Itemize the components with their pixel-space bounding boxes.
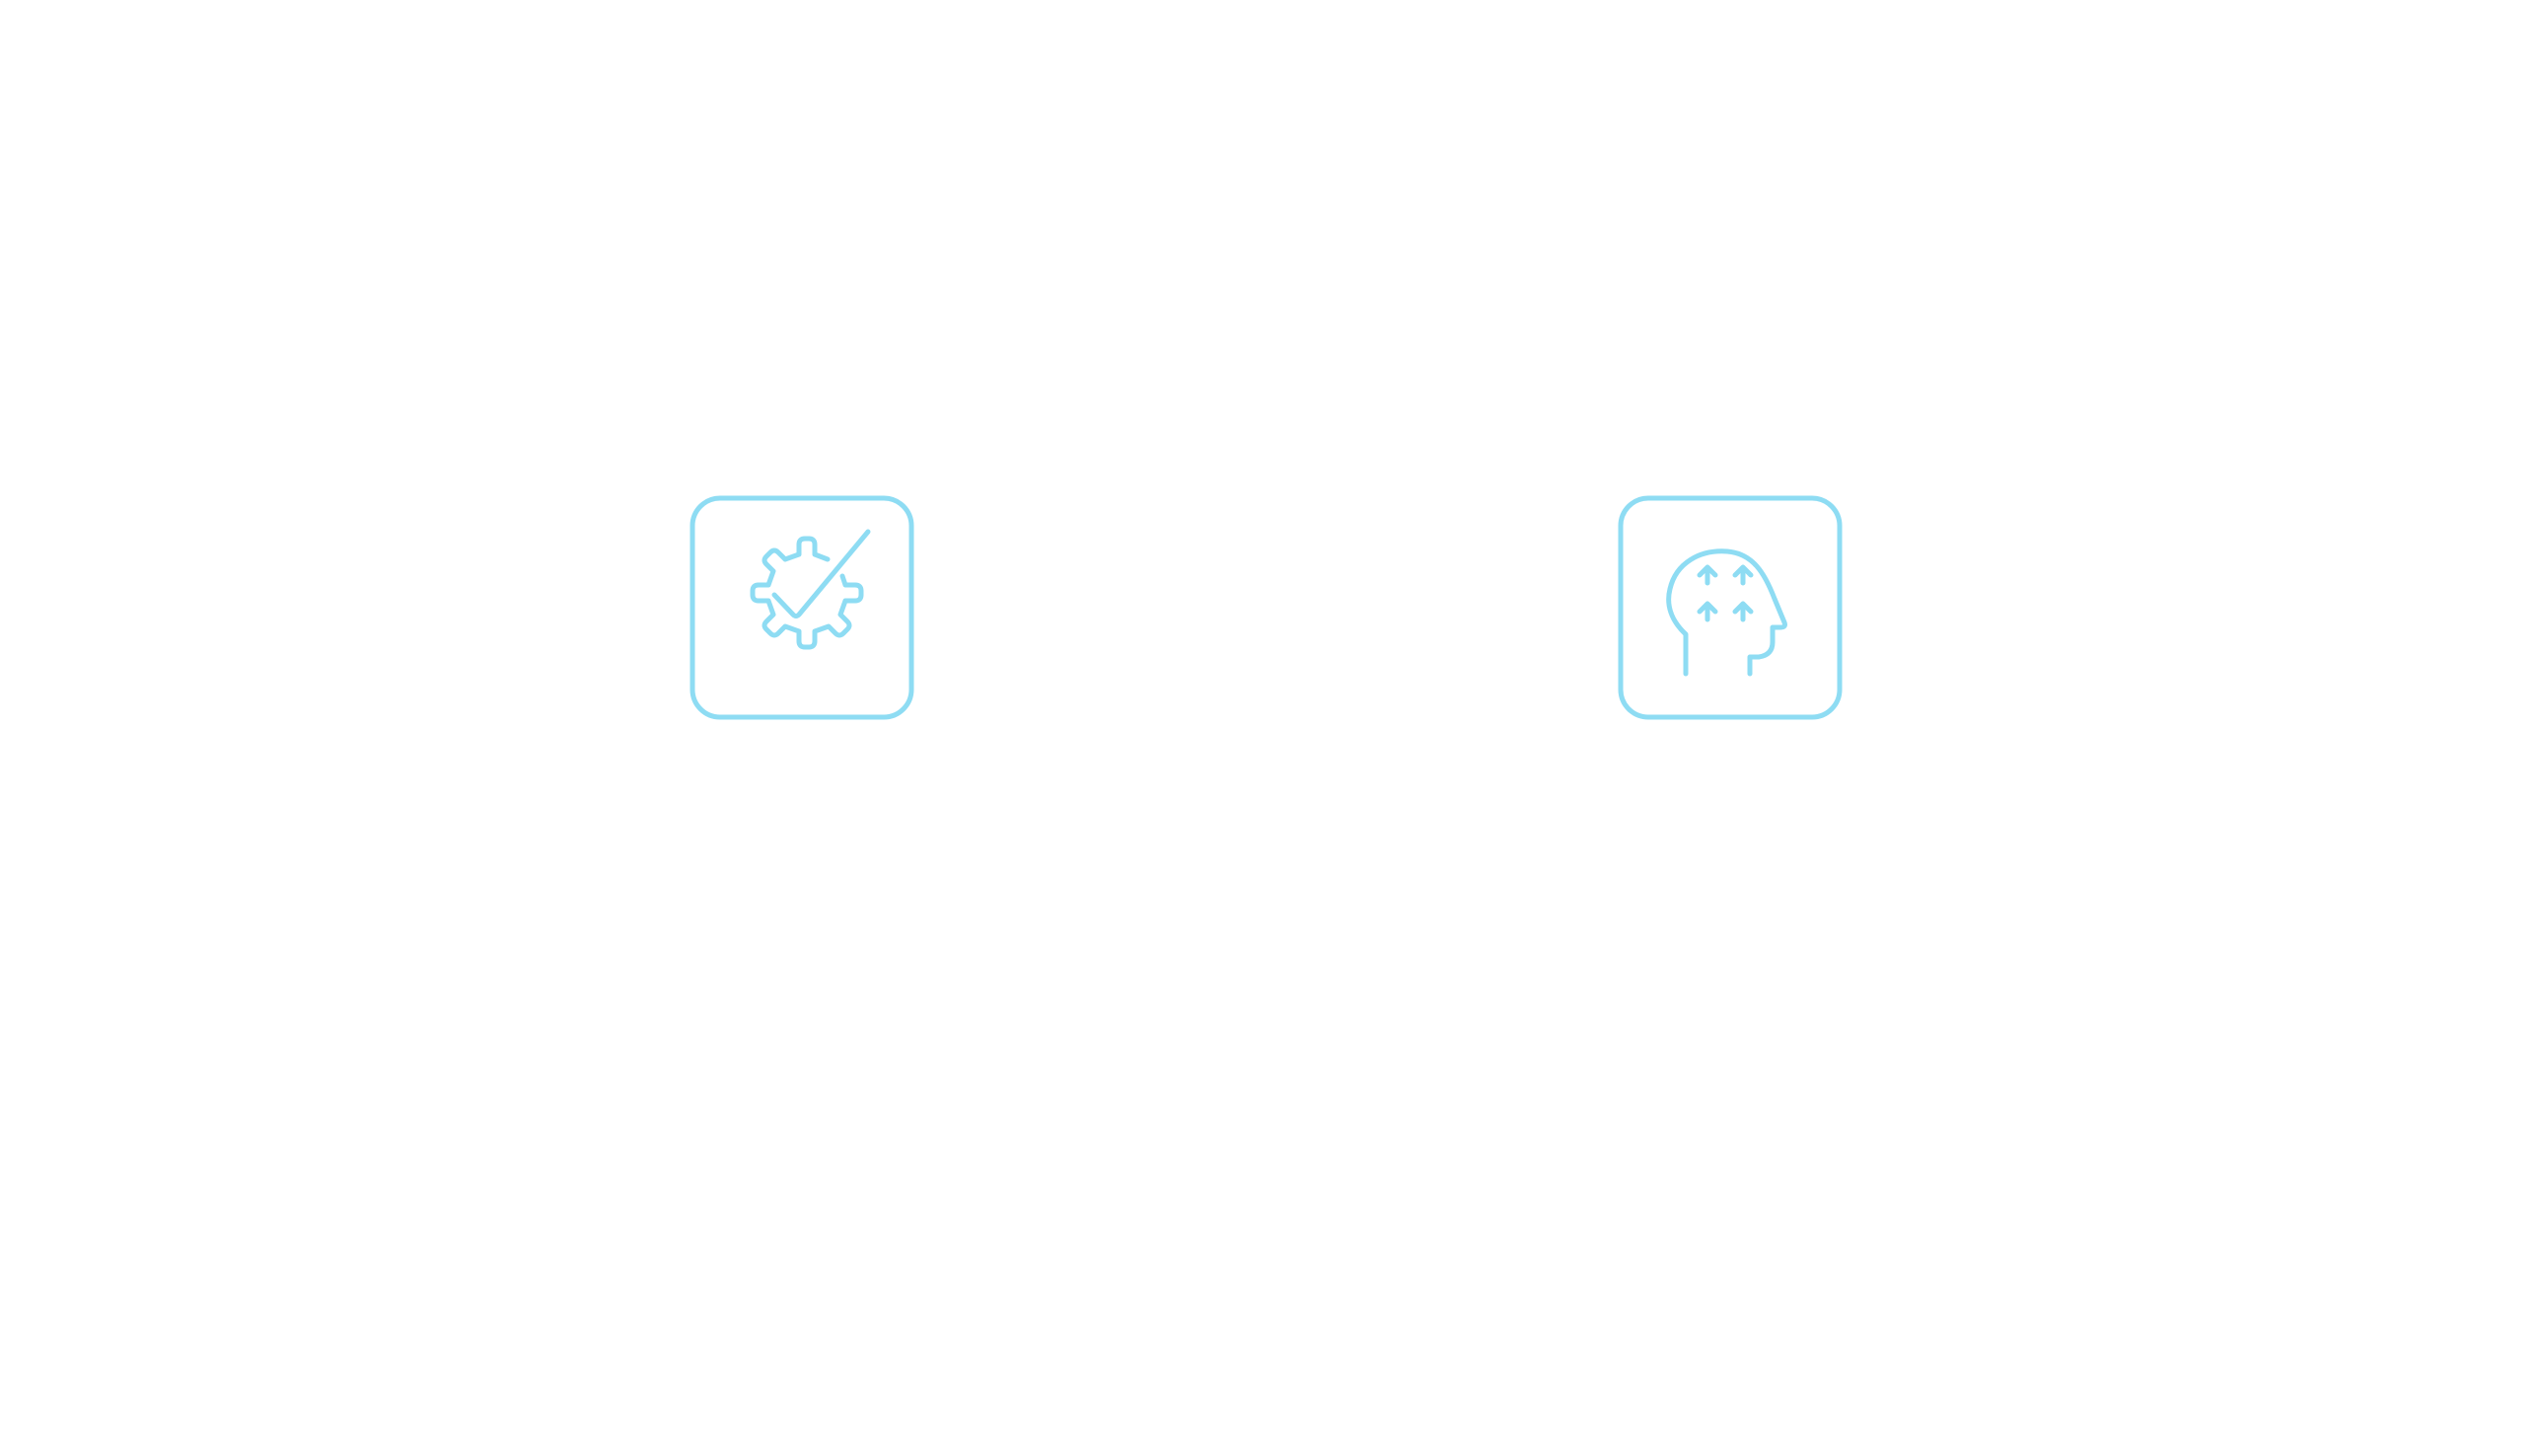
head-growth-tile	[1617, 494, 1844, 721]
gear-check-tile	[689, 494, 915, 721]
head-growth-icon	[1618, 495, 1843, 720]
gear-check-icon	[689, 495, 914, 720]
